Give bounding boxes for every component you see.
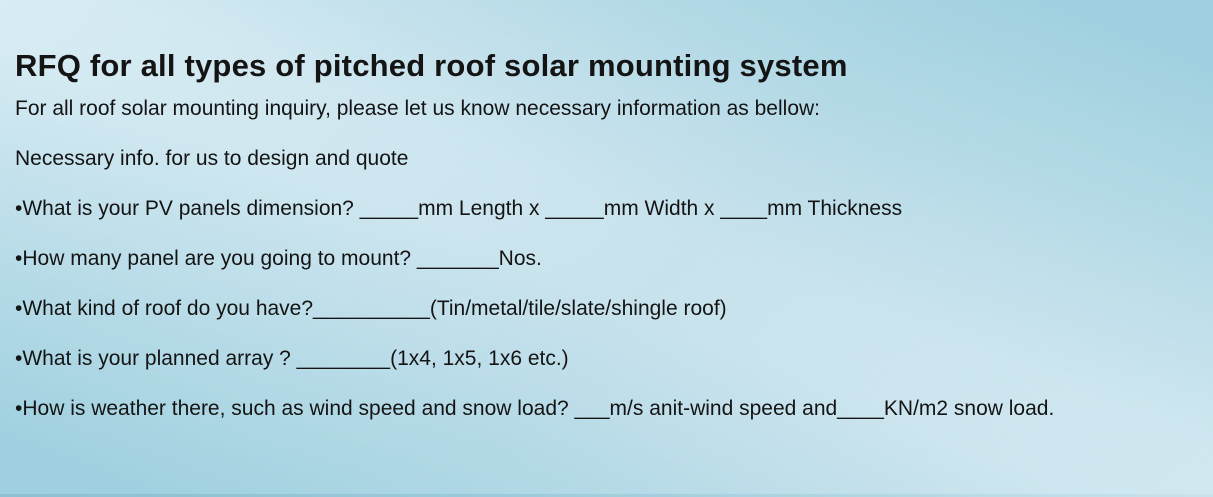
question-text: What is your PV panels dimension? _____m… bbox=[22, 197, 903, 220]
question-text: What kind of roof do you have?__________… bbox=[22, 297, 727, 320]
bullet-icon: • bbox=[15, 297, 23, 320]
document-content: RFQ for all types of pitched roof solar … bbox=[15, 48, 1203, 421]
question-text: What is your planned array ? ________(1x… bbox=[22, 347, 569, 370]
bullet-icon: • bbox=[15, 347, 23, 370]
bottom-edge-shadow bbox=[0, 494, 1213, 497]
question-item: •What is your PV panels dimension? _____… bbox=[15, 196, 1203, 221]
bullet-icon: • bbox=[15, 397, 23, 420]
question-text: How many panel are you going to mount? _… bbox=[22, 247, 542, 270]
question-text: How is weather there, such as wind speed… bbox=[22, 397, 1055, 420]
bullet-icon: • bbox=[15, 247, 23, 270]
question-item: •What is your planned array ? ________(1… bbox=[15, 346, 1203, 371]
question-item: •How many panel are you going to mount? … bbox=[15, 246, 1203, 271]
section-heading: Necessary info. for us to design and quo… bbox=[15, 147, 409, 170]
bullet-icon: • bbox=[15, 197, 23, 220]
intro-text: For all roof solar mounting inquiry, ple… bbox=[15, 97, 820, 120]
question-item: •What kind of roof do you have?_________… bbox=[15, 296, 1203, 321]
page-title: RFQ for all types of pitched roof solar … bbox=[15, 48, 848, 83]
question-list: •What is your PV panels dimension? _____… bbox=[15, 196, 1203, 421]
question-item: •How is weather there, such as wind spee… bbox=[15, 396, 1203, 421]
